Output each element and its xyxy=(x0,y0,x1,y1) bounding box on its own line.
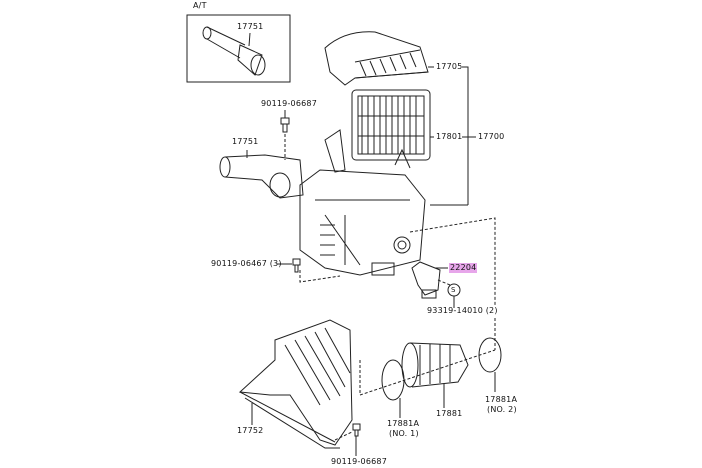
part-label-17751-inset[interactable]: 17751 xyxy=(237,22,264,31)
air-cleaner-case-drawing xyxy=(299,129,426,276)
part-note-no2: (NO. 2) xyxy=(487,405,517,414)
part-label-17801[interactable]: 17801 xyxy=(436,132,463,141)
assembly-bracket xyxy=(430,66,476,206)
intake-hose-drawing xyxy=(219,150,304,199)
screw-symbol: S xyxy=(451,286,456,294)
part-label-17705[interactable]: 17705 xyxy=(436,62,463,71)
inset-frame xyxy=(186,14,291,83)
bolt-bottom-drawing xyxy=(334,423,361,456)
guide-lines xyxy=(299,217,496,396)
part-label-22204-highlighted[interactable]: 22204 xyxy=(449,263,478,273)
air-cleaner-cap-drawing xyxy=(324,31,434,86)
part-note-no1: (NO. 1) xyxy=(389,429,419,438)
part-label-bolt-bottom[interactable]: 90119-06687 xyxy=(331,457,387,466)
part-label-17752[interactable]: 17752 xyxy=(237,426,264,435)
sensor-drawing xyxy=(411,261,461,308)
part-label-17881[interactable]: 17881 xyxy=(436,409,463,418)
part-label-17881a-no2[interactable]: 17881A xyxy=(485,395,518,404)
part-label-17881a-no1[interactable]: 17881A xyxy=(387,419,420,428)
bolt-top-drawing xyxy=(280,110,290,160)
part-label-17751[interactable]: 17751 xyxy=(232,137,259,146)
inset-label: A/T xyxy=(193,1,207,10)
inset-hose-drawing xyxy=(202,26,266,76)
duct-and-clamps-drawing xyxy=(381,337,502,418)
part-label-17700[interactable]: 17700 xyxy=(478,132,505,141)
filter-element-drawing xyxy=(351,89,434,161)
part-label-bolt-top[interactable]: 90119-06687 xyxy=(261,99,317,108)
part-label-screw[interactable]: 93319-14010 (2) xyxy=(427,306,498,315)
bolt-3-drawing xyxy=(277,258,301,273)
part-label-bolt-3[interactable]: 90119-06467 (3) xyxy=(211,259,282,268)
air-inlet-drawing xyxy=(238,319,353,449)
